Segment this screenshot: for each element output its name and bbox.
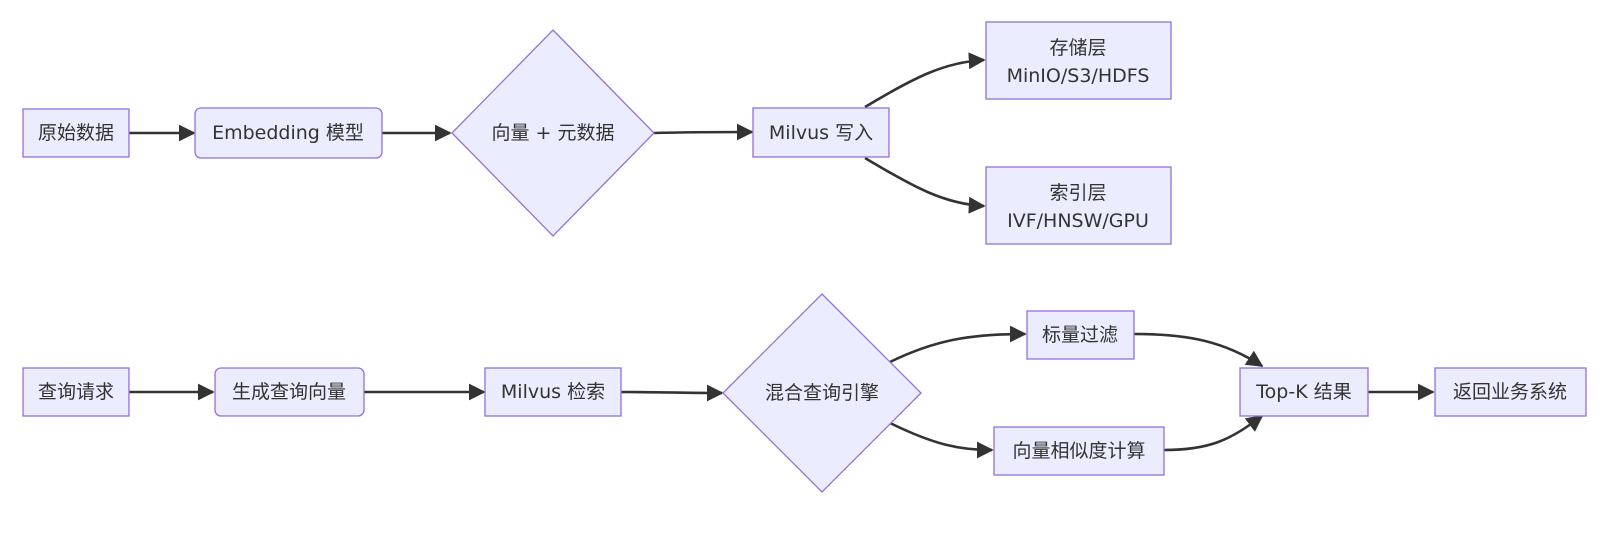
node-storage-layer: 存储层 MinIO/S3/HDFS	[985, 21, 1172, 100]
node-index-layer-line1: 索引层	[1049, 182, 1106, 204]
node-hybrid-engine-label: 混合查询引擎	[765, 382, 879, 404]
node-vector-meta: 向量 + 元数据	[451, 29, 655, 237]
node-embedding-model-label: Embedding 模型	[212, 122, 364, 144]
node-storage-layer-line1: 存储层	[1049, 37, 1106, 59]
edges	[129, 52, 1435, 459]
node-milvus-search: Milvus 检索	[484, 367, 622, 417]
edge-hybrid-engine-to-scalar-filter	[889, 325, 1027, 364]
edge-milvus-write-to-index-layer	[864, 156, 986, 214]
node-vector-similarity: 向量相似度计算	[993, 426, 1165, 476]
node-return-business: 返回业务系统	[1434, 367, 1587, 417]
node-vector-meta-label: 向量 + 元数据	[492, 122, 615, 144]
node-milvus-search-label: Milvus 检索	[501, 381, 605, 403]
edge-vector-similarity-to-topk-result	[1163, 414, 1264, 452]
node-scalar-filter-label: 标量过滤	[1042, 324, 1118, 346]
node-topk-result-label: Top-K 结果	[1255, 381, 1351, 403]
node-return-business-label: 返回业务系统	[1453, 381, 1567, 403]
edge-scalar-filter-to-topk-result	[1133, 332, 1264, 368]
node-storage-layer-line2: MinIO/S3/HDFS	[1007, 65, 1150, 87]
node-vector-similarity-label: 向量相似度计算	[1012, 440, 1145, 462]
node-embedding-model: Embedding 模型	[194, 107, 383, 159]
node-gen-query-vector-label: 生成查询向量	[232, 381, 346, 403]
node-raw-data: 原始数据	[22, 108, 130, 158]
node-query-request: 查询请求	[22, 367, 130, 417]
node-topk-result: Top-K 结果	[1239, 367, 1369, 417]
node-scalar-filter: 标量过滤	[1026, 310, 1135, 360]
node-milvus-write-label: Milvus 写入	[769, 122, 873, 144]
edge-vector-meta-to-milvus-write	[653, 123, 754, 141]
edge-hybrid-engine-to-vector-similarity	[889, 421, 994, 459]
node-query-request-label: 查询请求	[38, 381, 114, 403]
node-index-layer-line2: IVF/HNSW/GPU	[1007, 210, 1149, 232]
node-raw-data-label: 原始数据	[38, 122, 114, 144]
edge-milvus-write-to-storage-layer	[864, 52, 986, 109]
node-gen-query-vector: 生成查询向量	[214, 367, 365, 417]
node-index-layer: 索引层 IVF/HNSW/GPU	[985, 166, 1172, 245]
node-milvus-write: Milvus 写入	[752, 107, 890, 158]
node-hybrid-engine: 混合查询引擎	[722, 293, 922, 493]
edge-milvus-search-to-hybrid-engine	[620, 384, 724, 402]
